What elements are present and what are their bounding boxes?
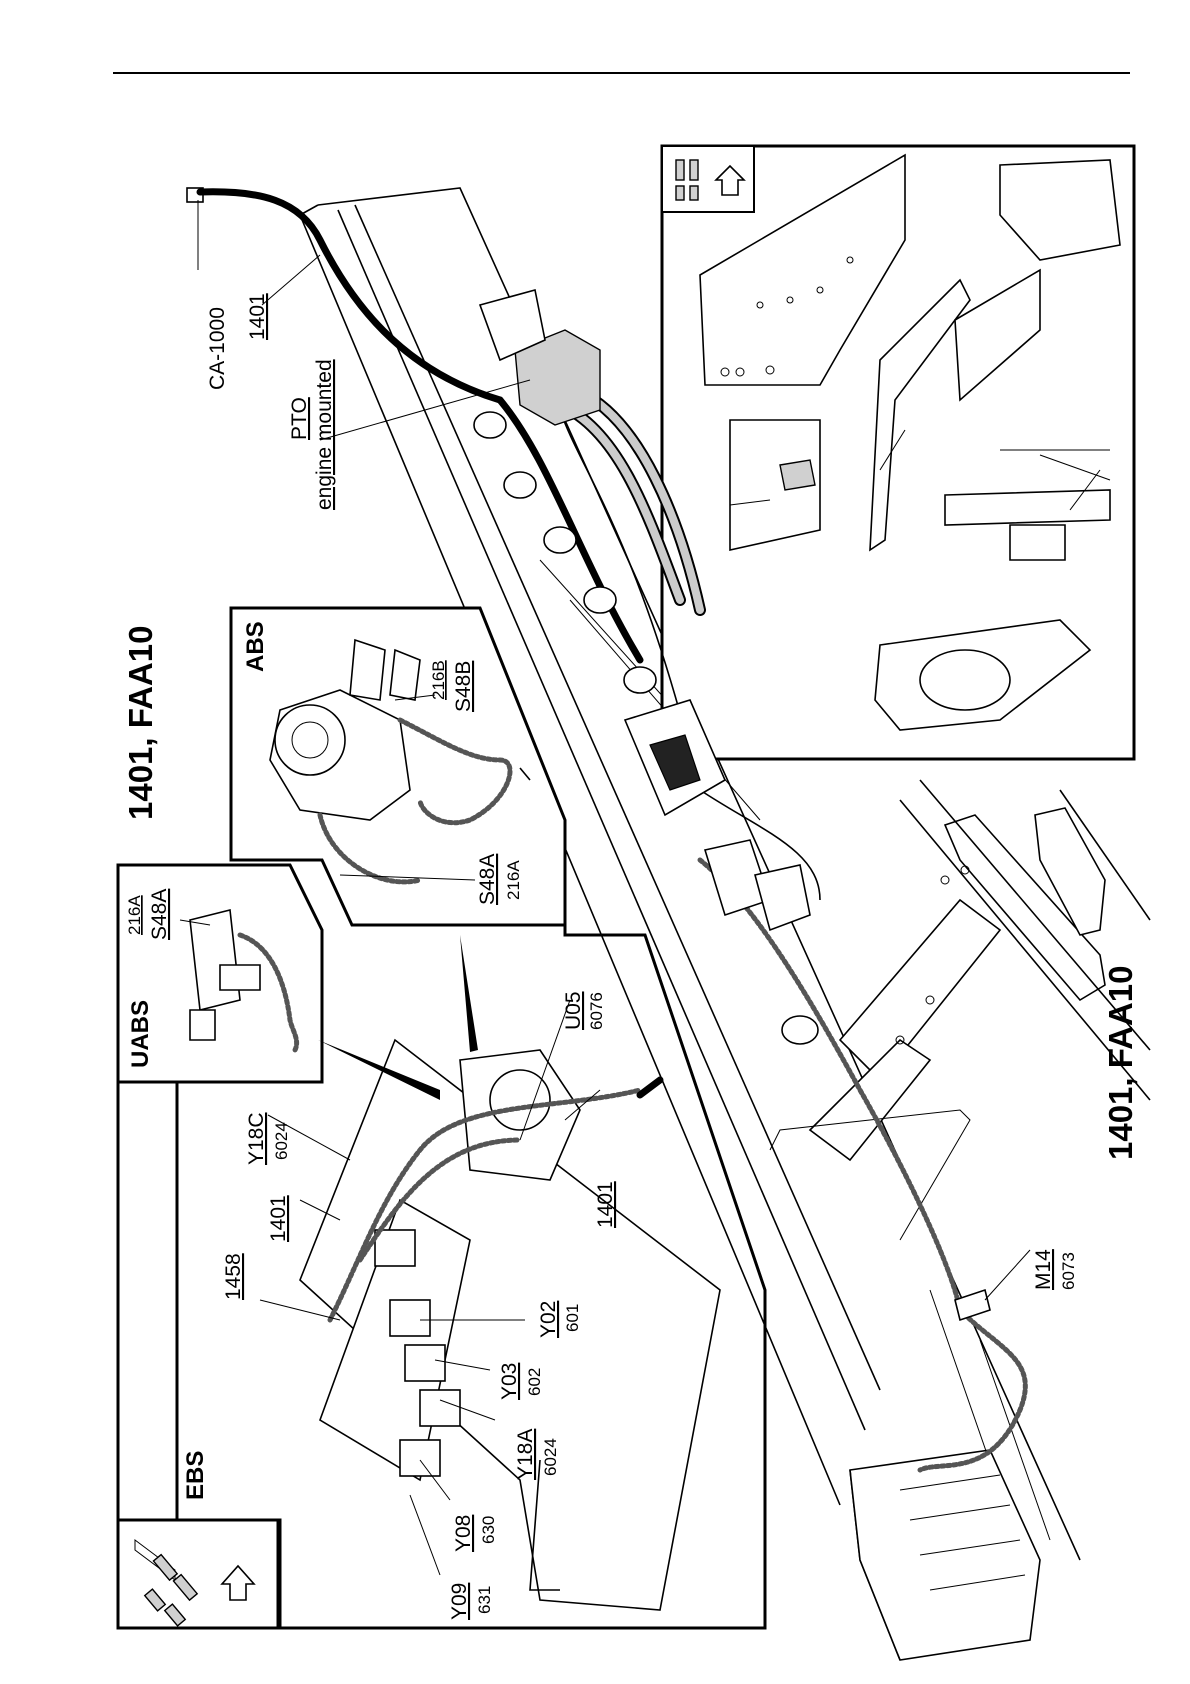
main-title: 1401, FAA10 — [122, 626, 159, 820]
label-y18c: Y18C — [245, 1112, 268, 1165]
battery-box — [850, 1450, 1040, 1660]
label-abs-216b: 216B — [429, 660, 448, 700]
label-abs-s48a: S48A — [476, 854, 499, 905]
label-y18c-code: 6024 — [272, 1122, 291, 1160]
label-u05-code: 6076 — [587, 992, 606, 1030]
label-harness-1401-left: 1401 — [267, 1195, 290, 1242]
label-pto: PTO — [288, 397, 311, 440]
label-u05: U05 — [562, 991, 585, 1030]
label-ca1000: CA-1000 — [206, 307, 229, 390]
inset-title-ebs: EBS — [182, 1451, 209, 1500]
label-uabs-216a: 216A — [125, 895, 144, 935]
label-y08-code: 630 — [479, 1516, 498, 1544]
inset-chassis-detail — [662, 146, 1134, 759]
label-abs-s48b: S48B — [452, 661, 475, 712]
label-y02-code: 601 — [563, 1304, 582, 1332]
label-m14: M14 — [1032, 1249, 1055, 1290]
inset-title-abs: ABS — [242, 621, 269, 672]
label-abs-216a: 216A — [504, 860, 523, 900]
label-y09-code: 631 — [475, 1586, 494, 1614]
label-m14-code: 6073 — [1059, 1252, 1078, 1290]
label-y03: Y03 — [498, 1363, 521, 1400]
cross-member-right — [770, 780, 1150, 1240]
label-harness-1401-top: 1401 — [246, 293, 269, 340]
label-y09: Y09 — [448, 1583, 471, 1620]
label-uabs-s48a: S48A — [148, 889, 171, 940]
label-y18a-code: 6024 — [541, 1438, 560, 1476]
label-pto-engine-mounted: engine mounted — [313, 359, 336, 510]
label-y08: Y08 — [452, 1515, 475, 1552]
label-harness-1401-mid: 1401 — [594, 1181, 617, 1228]
inset-title-uabs: UABS — [127, 1000, 154, 1068]
label-harness-1458: 1458 — [222, 1253, 245, 1300]
label-y03-code: 602 — [525, 1368, 544, 1396]
right-title: 1401, FAA10 — [1102, 966, 1139, 1160]
label-y02: Y02 — [537, 1301, 560, 1338]
label-y18a: Y18A — [514, 1429, 537, 1480]
